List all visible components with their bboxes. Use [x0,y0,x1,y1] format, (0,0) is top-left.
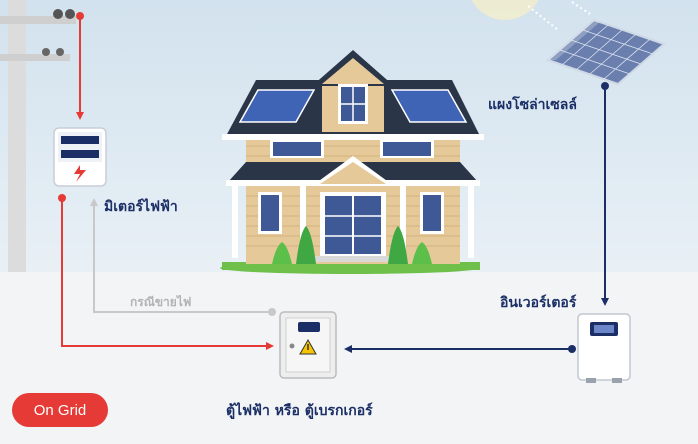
grid-sell-label: กรณีขายไฟ [130,295,192,309]
solar-panel-icon [546,18,666,86]
grid-to-meter-line [76,12,84,120]
house-icon [220,50,484,274]
breaker-box-icon [279,311,337,379]
breaker-box-label: ตู้ไฟฟ้า หรือ ตู้เบรกเกอร์ [226,403,373,419]
on-grid-badge: On Grid [12,393,108,427]
panel-to-inverter-line [601,82,609,306]
sun-glow [471,0,539,20]
solar-panel-label: แผงโซล่าเซลล์ [488,97,577,113]
electric-meter-icon [53,127,107,187]
utility-pole-icon [0,0,76,272]
inverter-to-breaker-line [344,345,576,353]
sun-ray-icon [527,1,591,31]
meter-to-breaker-line [58,194,274,350]
inverter-label: อินเวอร์เตอร์ [500,295,577,311]
meter-label: มิเตอร์ไฟฟ้า [104,199,178,215]
sell-back-line [90,198,276,316]
inverter-icon [577,313,631,383]
